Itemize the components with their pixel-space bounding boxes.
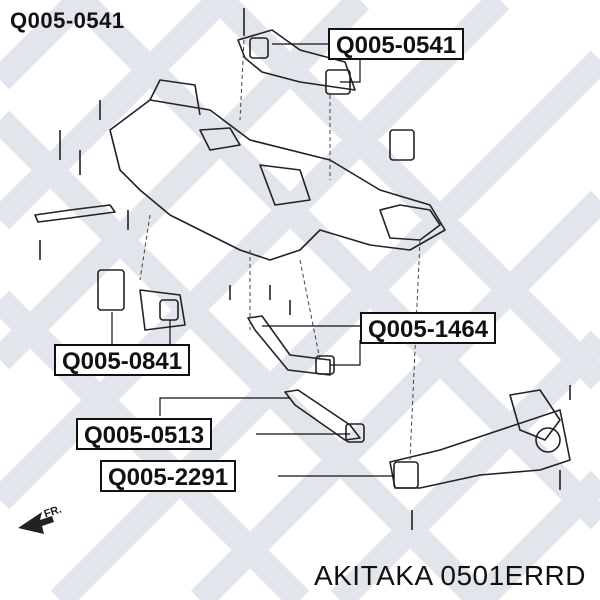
lateral-link [284, 389, 361, 441]
footer-brand-part: AKITAKA 0501ERRD [313, 560, 586, 591]
callout-q005-1464: Q005-1464 [360, 312, 497, 344]
front-arrow-icon [18, 512, 54, 534]
subframe-body [109, 99, 446, 261]
callout-q005-0513: Q005-0513 [76, 418, 213, 450]
upper-arm [247, 315, 331, 376]
top-mount [237, 29, 356, 91]
callout-q005-2291: Q005-2291 [100, 460, 237, 492]
page-title: Q005-0541 [10, 8, 125, 33]
callout-q005-0541: Q005-0541 [328, 28, 465, 60]
trailing-arm [389, 409, 571, 489]
callout-q005-0841: Q005-0841 [54, 344, 191, 376]
